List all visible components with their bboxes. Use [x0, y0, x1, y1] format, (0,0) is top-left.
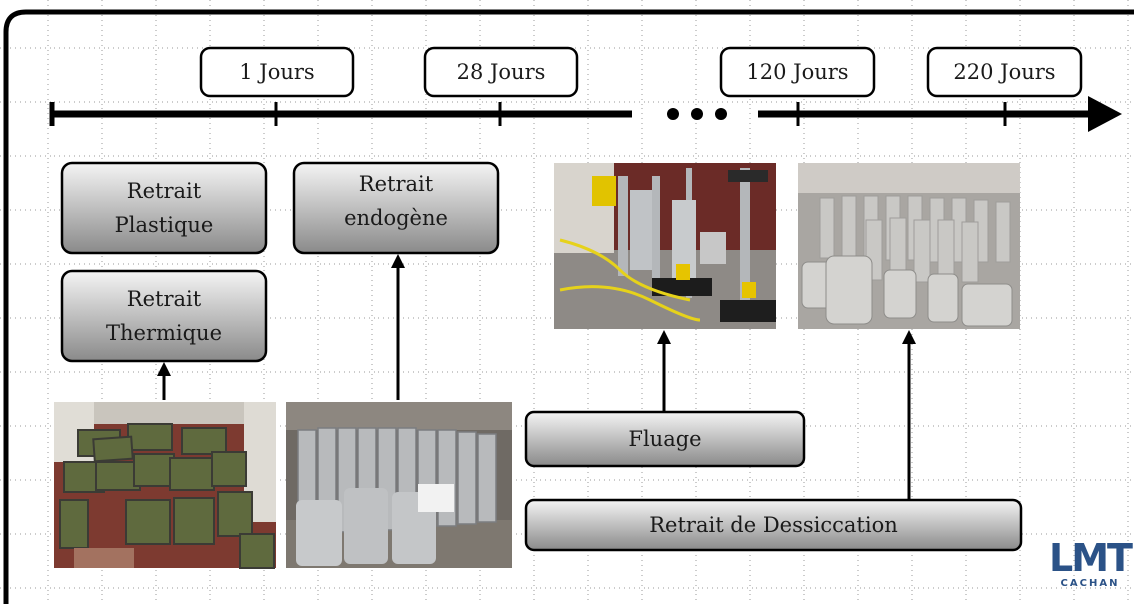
box-retrait-dessiccation	[524, 498, 1023, 552]
box-retrait-endogene	[292, 161, 500, 255]
logo-mark: LMT	[1049, 536, 1133, 580]
tick-box-220	[926, 46, 1083, 98]
lmt-cachan-logo: LMT CACHAN	[1046, 538, 1134, 604]
box-retrait-thermique	[60, 269, 268, 363]
timeline-axis	[49, 96, 1122, 132]
box-fluage	[524, 410, 806, 468]
logo-text: CACHAN	[1060, 578, 1120, 589]
tick-box-1	[199, 46, 355, 98]
ellipsis-dot	[691, 108, 703, 120]
ellipsis-dot	[715, 108, 727, 120]
tick-box-120	[719, 46, 876, 98]
mold-slabs-photo	[54, 402, 276, 569]
wrapped-prisms-photo	[286, 402, 512, 568]
box-retrait-plastique	[60, 161, 268, 255]
ellipsis-dot	[667, 108, 679, 120]
arrows	[157, 254, 916, 500]
concrete-specimens-photo	[798, 163, 1020, 329]
outer-frame	[3, 9, 1134, 604]
tick-box-28	[423, 46, 579, 98]
creep-rigs-photo	[554, 163, 776, 329]
